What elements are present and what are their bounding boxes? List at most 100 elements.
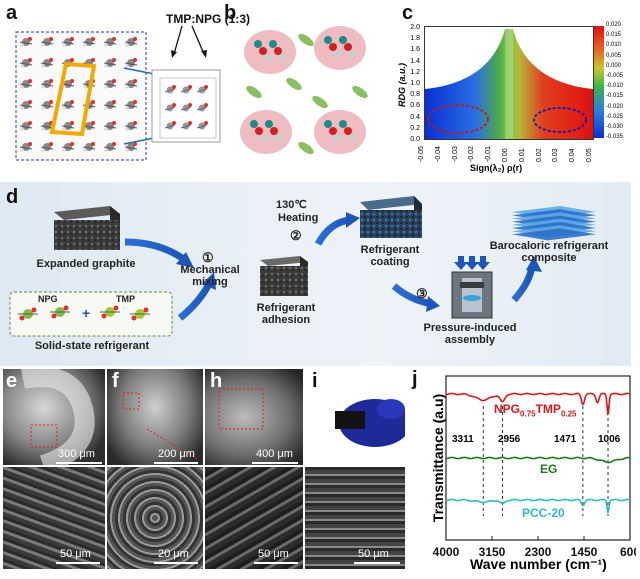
heating-label: Heating bbox=[278, 212, 319, 224]
sem-f-top-scale: 200 μm bbox=[158, 448, 195, 460]
peak-3311: 3311 bbox=[452, 434, 474, 445]
crystal-structure-image bbox=[15, 31, 221, 161]
rdg-ytick: 0.6 bbox=[410, 102, 420, 110]
rdg-xtick: 0.05 bbox=[586, 148, 593, 162]
rdg-xtick: 0.02 bbox=[535, 148, 543, 162]
rdg-ytick: 0.2 bbox=[410, 124, 420, 132]
cbar-tick: -0.015 bbox=[606, 93, 624, 100]
rdg-ytick: 1.8 bbox=[410, 35, 420, 43]
tmp-label: TMP bbox=[116, 294, 135, 304]
sample-photo bbox=[304, 368, 406, 466]
cbar-tick: 0.020 bbox=[606, 22, 622, 28]
rdg-xtick: -0.04 bbox=[434, 146, 442, 162]
ftir-xtick: 600 bbox=[620, 545, 636, 559]
sem-h-bottom-scale: 50 μm bbox=[258, 548, 289, 560]
panel-h-label: h bbox=[210, 370, 223, 392]
cbar-tick: -0.005 bbox=[606, 73, 624, 79]
process-schematic: + bbox=[9, 196, 596, 337]
ftir-xtick: 2300 bbox=[525, 545, 552, 559]
sem-e-top bbox=[2, 368, 106, 466]
rdg-ytick: 0.4 bbox=[410, 113, 420, 121]
step3-number: ③ bbox=[416, 286, 428, 301]
rdg-ytick: 0.8 bbox=[410, 91, 420, 99]
sem-e-bottom bbox=[2, 466, 106, 570]
ftir-xtick: 1450 bbox=[571, 545, 598, 559]
sem-e-top-scale: 300 μm bbox=[58, 448, 95, 460]
ftir-chart: 4000 3150 2300 1450 600 bbox=[433, 375, 636, 559]
pressure-induced-assembly-label: Pressure-induced assembly bbox=[423, 322, 517, 346]
ftir-xtick: 3150 bbox=[479, 545, 506, 559]
cbar-tick: 0.010 bbox=[606, 42, 622, 49]
sem-e-bottom-scale: 50 μm bbox=[60, 548, 91, 560]
panel-d-label: d bbox=[6, 186, 19, 208]
svg-text:+: + bbox=[82, 305, 90, 321]
rdg-ytick: 1.2 bbox=[410, 68, 420, 76]
series-label-pcc20: PCC-20 bbox=[522, 506, 565, 520]
panel-a-label: a bbox=[6, 2, 18, 24]
panel-c-label: c bbox=[402, 2, 414, 24]
rdg-xtick: -0.02 bbox=[468, 146, 476, 162]
series-label-eg: EG bbox=[540, 462, 558, 476]
ftir-xlabel: Wave number (cm⁻¹) bbox=[470, 556, 607, 572]
rdg-xtick: 0.04 bbox=[569, 148, 577, 162]
rdg-xtick: 0.00 bbox=[502, 148, 509, 162]
sem-f-bottom bbox=[106, 466, 204, 570]
rdg-ytick: 1.6 bbox=[410, 46, 420, 54]
rdg-xtick: -0.03 bbox=[451, 146, 459, 162]
rdg-xtick: -0.05 bbox=[418, 146, 425, 162]
rdg-ytick: 1.4 bbox=[410, 57, 420, 65]
peak-2956: 2956 bbox=[498, 434, 521, 445]
rdg-xtick: -0.01 bbox=[485, 146, 493, 162]
panel-e-label: e bbox=[6, 370, 18, 392]
rdg-plot-area bbox=[424, 26, 594, 140]
rdg-colorbar-ticks: 0.020 0.015 0.010 0.005 0.000 -0.005 -0.010 -0.… bbox=[606, 22, 640, 146]
cbar-tick: -0.020 bbox=[606, 103, 624, 110]
interaction-isosurface-image bbox=[240, 26, 368, 155]
step2-number: ② bbox=[290, 228, 302, 243]
panel-i-label: i bbox=[312, 370, 318, 392]
rdg-xtick: 0.03 bbox=[552, 148, 560, 162]
peak-1006: 1006 bbox=[598, 434, 621, 445]
expanded-graphite-label: Expanded graphite bbox=[36, 258, 136, 270]
peak-1471: 1471 bbox=[554, 434, 577, 445]
sem-h-top-scale: 400 μm bbox=[256, 448, 293, 460]
cbar-tick: 0.005 bbox=[606, 52, 622, 59]
solid-state-refrigerant-label: Solid-state refrigerant bbox=[34, 340, 150, 352]
rdg-ytick: 2.0 bbox=[410, 24, 420, 31]
panel-f-label: f bbox=[112, 370, 119, 392]
refrigerant-coating-label: Refrigerant coating bbox=[360, 244, 420, 268]
sem-f-top bbox=[106, 368, 204, 466]
rdg-ytick: 1.0 bbox=[410, 80, 420, 87]
panel-b-label: b bbox=[224, 2, 237, 24]
npg-label: NPG bbox=[38, 294, 58, 304]
cbar-tick: -0.030 bbox=[606, 124, 624, 130]
sem-f-bottom-scale: 20 μm bbox=[158, 548, 189, 560]
tmp-npg-ratio-label: TMP:NPG (1:3) bbox=[166, 12, 250, 26]
cbar-tick: 0.000 bbox=[606, 62, 622, 69]
heating-temperature-label: 130℃ bbox=[276, 199, 307, 211]
sem-h-bottom bbox=[204, 466, 304, 570]
barocaloric-composite-label: Barocaloric refrigerant composite bbox=[489, 240, 609, 264]
ftir-trace bbox=[445, 456, 631, 464]
sem-i-bottom bbox=[304, 466, 406, 570]
panel-j-label: j bbox=[412, 368, 418, 390]
cbar-tick: -0.025 bbox=[606, 113, 624, 120]
rdg-xlabel: Sign(λ₂) ρ(r) bbox=[470, 163, 523, 173]
ftir-trace bbox=[445, 498, 631, 514]
refrigerant-adhesion-label: Refrigerant adhesion bbox=[256, 302, 316, 326]
cbar-tick: -0.010 bbox=[606, 83, 624, 90]
sem-h-top bbox=[204, 368, 304, 466]
cbar-tick: 0.015 bbox=[606, 32, 622, 39]
series-label-npg-tmp: NPG0.75TMP0.25 bbox=[494, 402, 577, 419]
step1-number: ① bbox=[202, 250, 214, 265]
mechanical-mixing-label: Mechanical mixing bbox=[180, 264, 240, 288]
sem-i-bottom-scale: 50 μm bbox=[358, 548, 389, 560]
rdg-colorbar bbox=[594, 26, 604, 138]
ratio-arrows bbox=[171, 25, 207, 58]
rdg-ytick: 0.0 bbox=[410, 136, 420, 143]
rdg-yticks: 2.0 1.8 1.6 1.4 1.2 1.0 0.8 0.6 0.4 0.2 0.0 bbox=[398, 24, 422, 148]
rdg-xtick: 0.01 bbox=[518, 148, 526, 162]
ftir-xtick: 4000 bbox=[433, 545, 460, 559]
ftir-trace bbox=[445, 392, 631, 416]
cbar-tick: -0.035 bbox=[606, 134, 624, 141]
